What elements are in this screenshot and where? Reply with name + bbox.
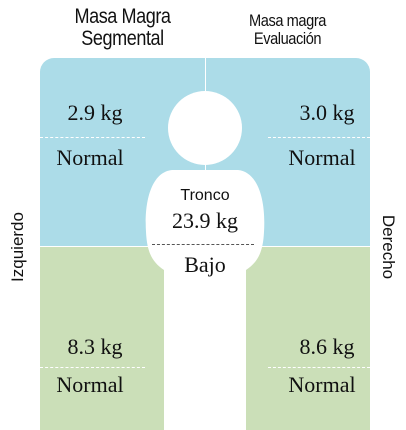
- right-arm-status: Normal: [272, 145, 372, 171]
- right-side-label: Derecho: [378, 215, 398, 279]
- left-arm-divider: [40, 137, 145, 138]
- trunk-label: Tronco: [155, 187, 255, 205]
- right-arm-value: 3.0 kg: [282, 100, 372, 126]
- left-arm-status: Normal: [40, 145, 140, 171]
- left-leg-divider: [40, 367, 145, 368]
- right-arm-divider: [268, 137, 370, 138]
- trunk-status: Bajo: [155, 252, 255, 278]
- right-leg-value: 8.6 kg: [282, 334, 372, 360]
- trunk-value: 23.9 kg: [150, 208, 260, 234]
- left-side-label: Izquierdo: [8, 212, 28, 282]
- left-leg-value: 8.3 kg: [50, 334, 140, 360]
- left-arm-value: 2.9 kg: [50, 100, 140, 126]
- trunk-divider: [152, 244, 254, 245]
- right-leg-divider: [268, 367, 370, 368]
- right-leg-status: Normal: [272, 372, 372, 398]
- left-leg-status: Normal: [40, 372, 140, 398]
